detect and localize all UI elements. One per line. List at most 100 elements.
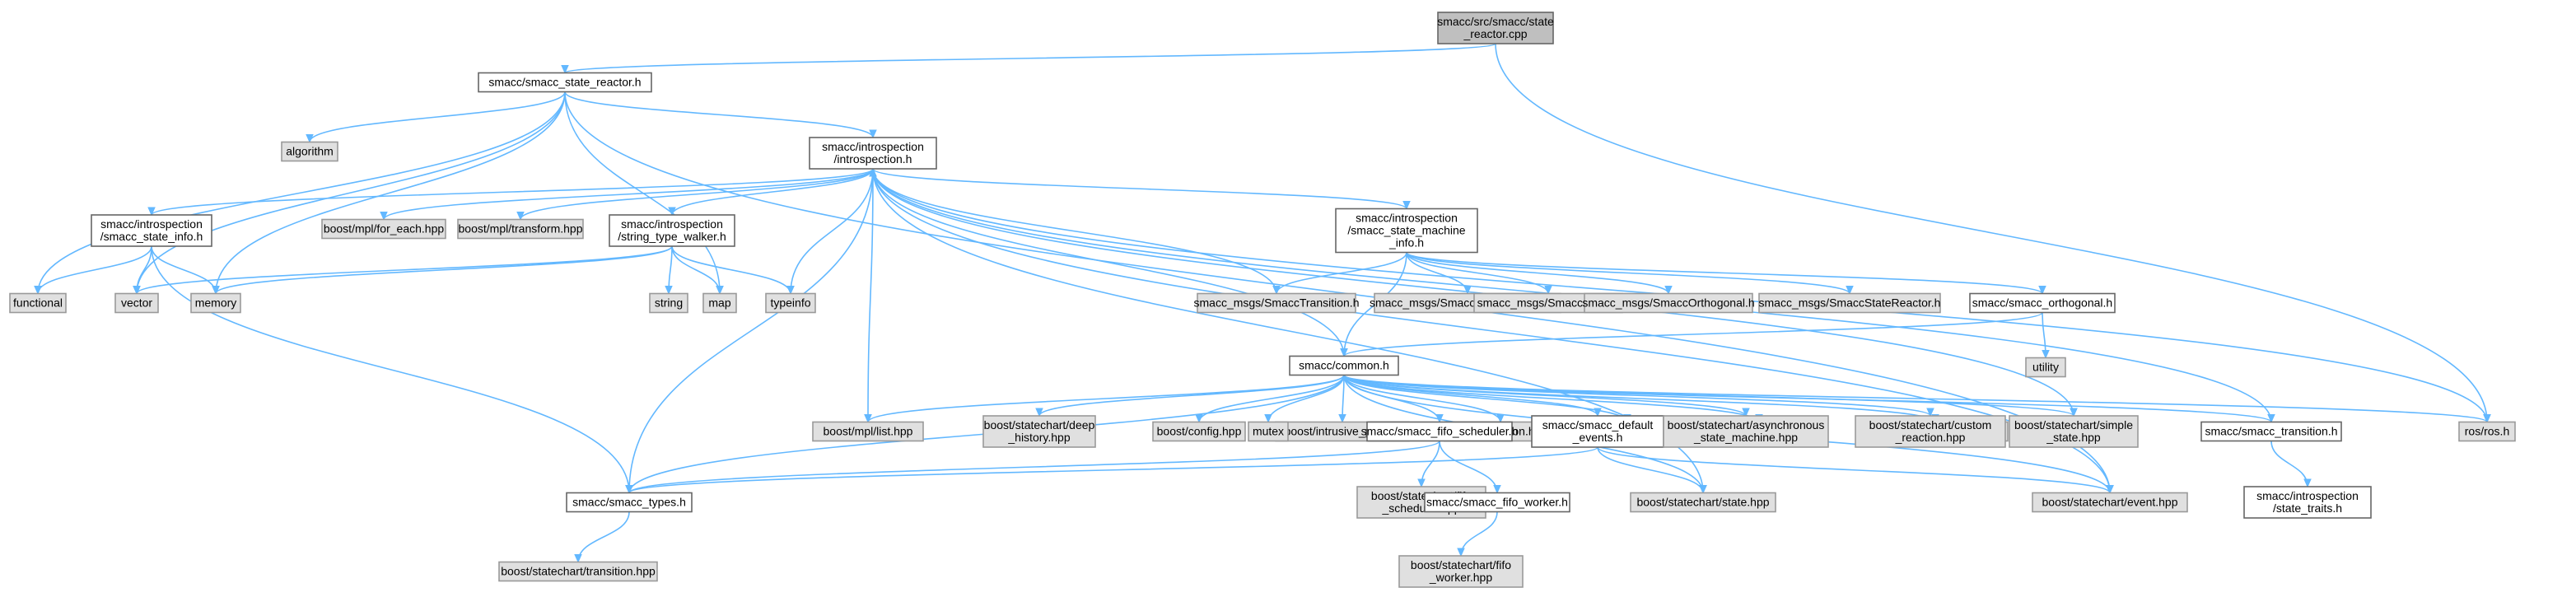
edge-intro-to-typeinfo xyxy=(786,168,874,295)
node-stw[interactable]: smacc/introspection/string_type_walker.h xyxy=(609,214,735,247)
node-transform-label-0: boost/mpl/transform.hpp xyxy=(459,222,583,236)
node-customreact-label-1: _reaction.hpp xyxy=(1895,431,1966,444)
node-root[interactable]: smacc/src/smacc/state_reactor.cpp xyxy=(1437,12,1554,44)
node-utility: utility xyxy=(2025,357,2066,378)
edge-common-to-defev xyxy=(1343,375,1602,417)
node-statetraits[interactable]: smacc/introspection/state_traits.h xyxy=(2243,486,2372,519)
node-vector: vector xyxy=(114,292,159,314)
edge-common-to-ros xyxy=(1343,374,2491,423)
node-stw-label-0: smacc/introspection xyxy=(621,217,723,231)
node-fifoworkerhpp-label-0: boost/statechart/fifo xyxy=(1411,558,1511,571)
node-ssmi[interactable]: smacc/introspection/smacc_state_machine_… xyxy=(1335,208,1478,254)
node-smorth-label-0: smacc_msgs/SmaccOrthogonal.h xyxy=(1582,296,1754,310)
node-transhpp: boost/statechart/transition.hpp xyxy=(498,561,658,582)
node-asyncsm-label-0: boost/statechart/asynchronous xyxy=(1668,418,1825,431)
node-smtrans: smacc_msgs/SmaccTransition.h xyxy=(1194,292,1359,314)
node-algorithm: algorithm xyxy=(281,141,338,162)
node-foreach: boost/mpl/for_each.hpp xyxy=(321,218,446,240)
edge-intro-to-simplestate xyxy=(872,168,2078,417)
node-utility-label-0: utility xyxy=(2032,361,2059,374)
node-fifosched[interactable]: smacc/smacc_fifo_scheduler.h xyxy=(1361,421,1519,442)
node-ssr[interactable]: smacc/smacc_state_reactor.h xyxy=(478,72,652,93)
edge-ssmi-to-smorth xyxy=(1406,252,1673,295)
node-fifosched-label-0: smacc/smacc_fifo_scheduler.h xyxy=(1361,425,1519,438)
edge-intro-to-ssmi xyxy=(872,168,1411,210)
edge-common-to-intrusive xyxy=(1338,375,1346,423)
edge-ssi-to-memory xyxy=(151,245,220,295)
edge-ssmi-to-orth xyxy=(1406,251,2046,295)
node-orth-label-0: smacc/smacc_orthogonal.h xyxy=(1972,296,2112,310)
edge-orth-to-utility xyxy=(2042,312,2050,359)
edge-intro-to-ssi xyxy=(147,168,874,217)
node-functional: functional xyxy=(9,292,67,314)
edge-common-to-deephist xyxy=(1035,375,1345,417)
node-eventhpp: boost/statechart/event.hpp xyxy=(2032,492,2188,513)
node-ssi-label-0: smacc/introspection xyxy=(100,217,203,231)
edge-fifosched-to-fifoschedhpp xyxy=(1417,441,1440,488)
node-string: string xyxy=(649,292,688,314)
edge-intro-to-list xyxy=(864,168,874,423)
node-ssr-label-0: smacc/smacc_state_reactor.h xyxy=(488,76,641,89)
node-ssmi-label-1: /smacc_state_machine xyxy=(1347,224,1465,237)
edge-defev-to-eventhpp xyxy=(1597,446,2114,494)
node-types[interactable]: smacc/smacc_types.h xyxy=(566,492,693,513)
node-intro[interactable]: smacc/introspection/introspection.h xyxy=(809,137,937,170)
node-sttrans[interactable]: smacc/smacc_transition.h xyxy=(2200,421,2342,442)
edge-ssmi-to-smstate xyxy=(1406,252,1552,295)
edge-types-to-intro xyxy=(628,167,877,493)
edge-fifosched-to-types xyxy=(625,440,1440,494)
node-smsreact-label-0: smacc_msgs/SmaccStateReactor.h xyxy=(1759,296,1941,310)
node-smsreact: smacc_msgs/SmaccStateReactor.h xyxy=(1758,292,1941,314)
node-functional-label-0: functional xyxy=(13,296,63,310)
node-deephist-label-0: boost/statechart/deep xyxy=(984,418,1095,431)
node-eventhpp-label-0: boost/statechart/event.hpp xyxy=(2042,496,2178,509)
node-intro-label-1: /introspection.h xyxy=(834,152,912,166)
edge-ssmi-to-smtrans xyxy=(1272,252,1407,295)
node-list: boost/mpl/list.hpp xyxy=(812,421,924,442)
node-memory-label-0: memory xyxy=(195,296,237,310)
node-ros-label-0: ros/ros.h xyxy=(2465,425,2509,438)
node-ssmi-label-0: smacc/introspection xyxy=(1356,212,1458,225)
node-asyncsm: boost/statechart/asynchronous_state_mach… xyxy=(1663,415,1829,448)
node-simplestate-label-0: boost/statechart/simple xyxy=(2014,418,2133,431)
node-customreact: boost/statechart/custom_reaction.hpp xyxy=(1855,415,2006,448)
edge-sttrans-to-statetraits xyxy=(2270,441,2312,488)
edge-orth-to-common xyxy=(1340,311,2043,357)
node-config-label-0: boost/config.hpp xyxy=(1157,425,1242,438)
node-smorth: smacc_msgs/SmaccOrthogonal.h xyxy=(1582,292,1755,314)
node-ssi[interactable]: smacc/introspection/smacc_state_info.h xyxy=(91,214,212,247)
node-list-label-0: boost/mpl/list.hpp xyxy=(824,425,913,438)
node-memory: memory xyxy=(190,292,241,314)
node-ros: ros/ros.h xyxy=(2458,421,2516,442)
node-common[interactable]: smacc/common.h xyxy=(1289,355,1399,376)
node-fifoworker-label-0: smacc/smacc_fifo_worker.h xyxy=(1426,496,1568,509)
edge-intro-to-smtrans xyxy=(872,168,1281,295)
node-mutex-label-0: mutex xyxy=(1253,425,1284,438)
node-simplestate: boost/statechart/simple_state.hpp xyxy=(2009,415,2139,448)
edge-ssi-to-functional xyxy=(34,245,152,295)
node-orth[interactable]: smacc/smacc_orthogonal.h xyxy=(1969,292,2116,314)
node-transform: boost/mpl/transform.hpp xyxy=(457,218,584,240)
edge-ssr-to-intro xyxy=(564,91,877,139)
edge-root-to-ssr xyxy=(561,43,1496,74)
node-asyncsm-label-1: _state_machine.hpp xyxy=(1693,431,1798,444)
node-stw-label-1: /string_type_walker.h xyxy=(618,230,726,243)
node-ssmi-label-2: _info.h xyxy=(1388,236,1424,250)
edge-ssr-to-algorithm xyxy=(306,91,566,143)
node-statetraits-label-1: /state_traits.h xyxy=(2273,501,2342,515)
node-statehpp: boost/statechart/state.hpp xyxy=(1630,492,1776,513)
node-types-label-0: smacc/smacc_types.h xyxy=(572,496,686,509)
node-deephist-label-1: _history.hpp xyxy=(1007,431,1070,444)
edge-fifosched-to-fifoworker xyxy=(1439,441,1501,494)
node-vector-label-0: vector xyxy=(121,296,152,310)
edge-ssi-to-types xyxy=(151,245,633,494)
node-statehpp-label-0: boost/statechart/state.hpp xyxy=(1636,496,1769,509)
node-defev[interactable]: smacc/smacc_default_events.h xyxy=(1531,415,1664,448)
node-root-label-0: smacc/src/smacc/state xyxy=(1437,15,1554,28)
node-fifoworker[interactable]: smacc/smacc_fifo_worker.h xyxy=(1424,492,1570,513)
edge-common-to-mutex xyxy=(1264,375,1345,423)
edge-ssmi-to-smsreact xyxy=(1406,251,1854,295)
node-common-label-0: smacc/common.h xyxy=(1299,359,1389,372)
edge-defev-to-statehpp xyxy=(1597,446,1707,494)
node-customreact-label-0: boost/statechart/custom xyxy=(1869,418,1992,431)
